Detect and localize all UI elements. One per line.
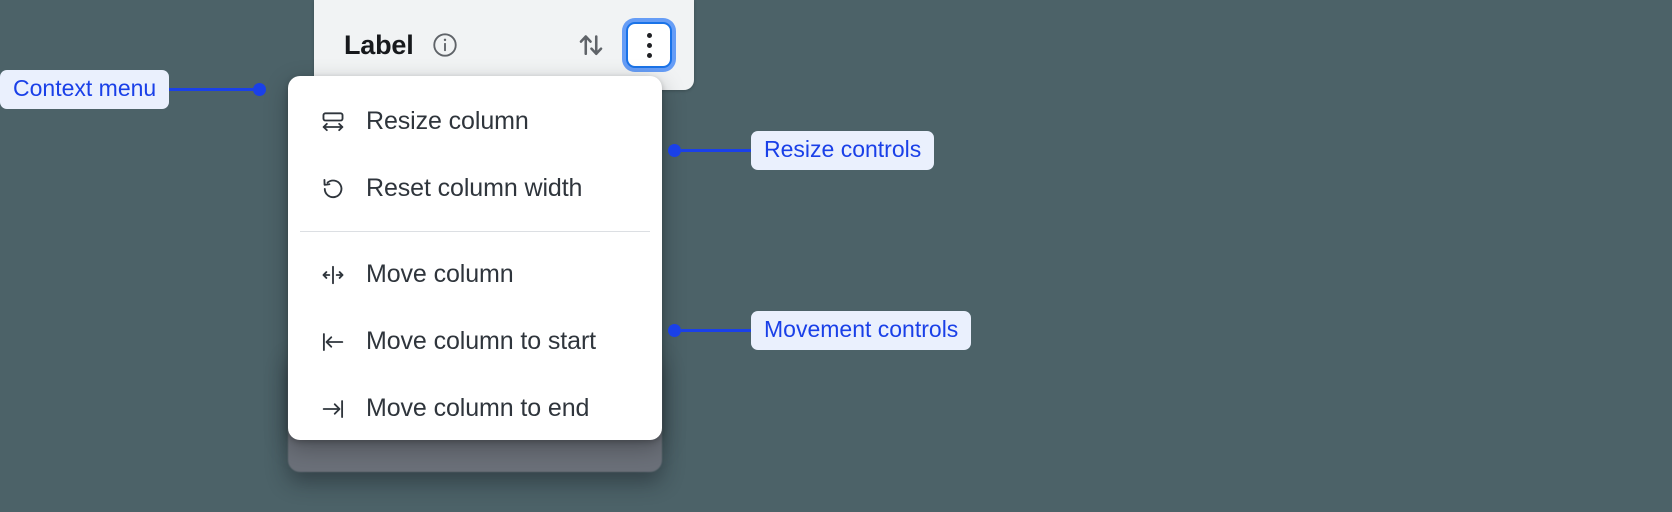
column-context-menu: Resize column Reset column width <box>288 76 662 440</box>
info-circle-icon[interactable] <box>430 30 460 60</box>
annotation-leader-line <box>169 88 254 92</box>
menu-item-move-column[interactable]: Move column <box>288 241 662 308</box>
annotation-endpoint-dot <box>253 83 267 97</box>
column-header-title: Label <box>344 29 414 60</box>
annotation-endpoint-dot <box>668 144 681 158</box>
menu-item-label: Move column to end <box>366 394 590 422</box>
menu-item-label: Reset column width <box>366 174 583 202</box>
column-header: Label <box>314 0 694 90</box>
annotation-resize-controls: Resize controls <box>668 131 935 171</box>
menu-item-resize-column[interactable]: Resize column <box>288 88 662 155</box>
annotation-label: Movement controls <box>751 311 972 351</box>
annotation-label: Context menu <box>0 70 170 110</box>
annotation-context-menu: Context menu <box>0 70 267 110</box>
menu-item-label: Move column <box>366 260 514 288</box>
move-column-icon <box>318 260 348 290</box>
menu-item-label: Move column to start <box>366 327 597 355</box>
move-to-start-icon <box>318 327 348 357</box>
annotation-leader-line <box>681 149 751 153</box>
menu-item-move-column-to-end[interactable]: Move column to end <box>288 375 662 442</box>
annotation-leader-line <box>681 329 751 333</box>
menu-item-reset-column-width[interactable]: Reset column width <box>288 155 662 222</box>
resize-column-icon <box>318 107 348 137</box>
column-options-button[interactable] <box>626 22 672 68</box>
more-vert-icon <box>646 32 652 58</box>
reset-width-icon <box>318 174 348 204</box>
move-to-end-icon <box>318 394 348 424</box>
menu-divider <box>300 231 650 232</box>
sort-up-down-icon[interactable] <box>574 28 608 62</box>
menu-item-move-column-to-start[interactable]: Move column to start <box>288 308 662 375</box>
annotation-label: Resize controls <box>751 131 935 171</box>
annotation-endpoint-dot <box>668 324 681 338</box>
menu-item-label: Resize column <box>366 107 529 135</box>
annotation-movement-controls: Movement controls <box>668 311 972 351</box>
